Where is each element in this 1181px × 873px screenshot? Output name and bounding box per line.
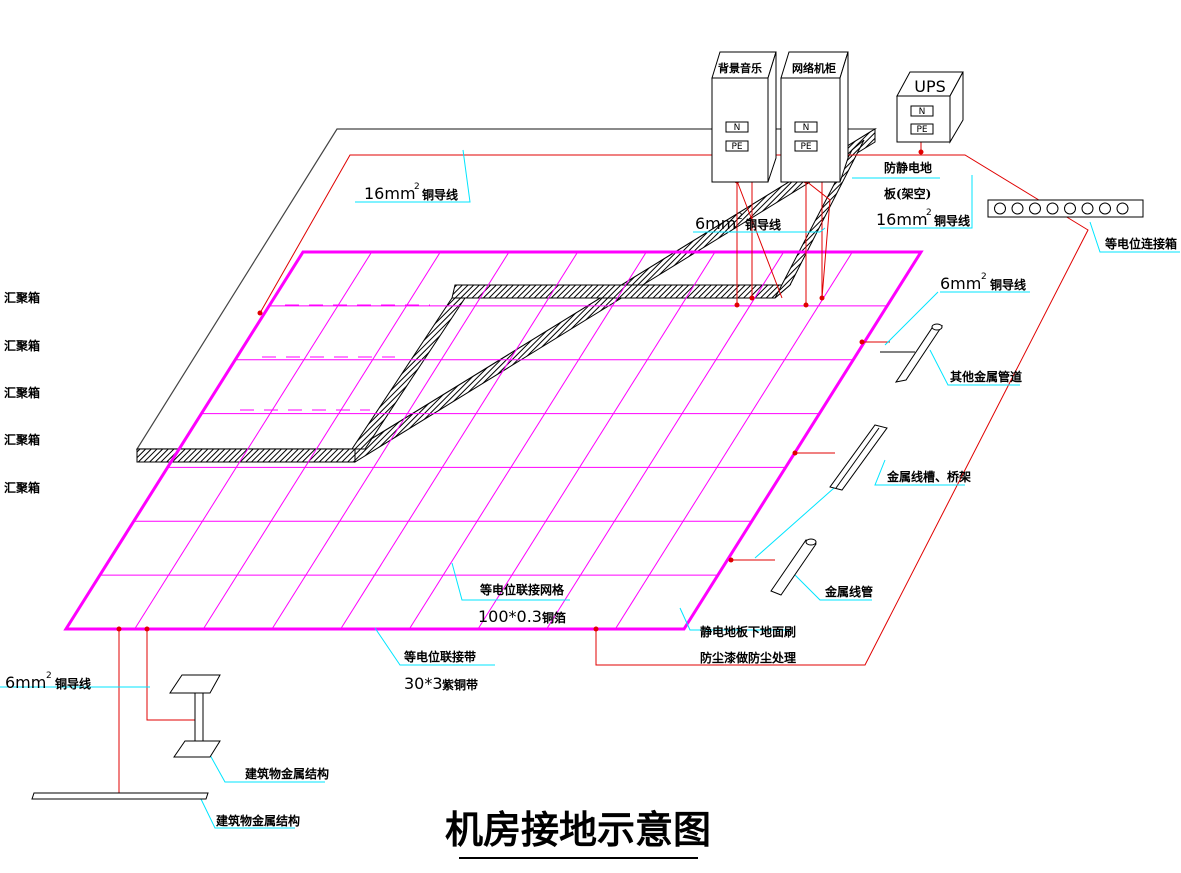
terminal-circle [1046,202,1059,215]
diagram-title: 机房接地示意图 [445,807,711,859]
building-steel-beam [31,792,209,800]
terminal-circle [1064,202,1076,215]
diagram-labels: 16mm 2 铜导线 6mm 2 铜导线 防静电地 板(架空) 16mm 2 铜… [4,160,1177,828]
terminal-circle [1116,202,1129,215]
left-cut-label: 汇聚箱 [4,432,40,447]
equipotential-connection-box [987,199,1144,218]
terminal-n: N [803,123,810,133]
terminal-pe: PE [916,125,927,135]
building-struct-label-2: 建筑物金属结构 [215,813,300,828]
wire-6-top-text: 铜导线 [745,217,781,232]
grid-label-line2: 铜箔 [542,610,566,625]
grid-line [546,251,785,630]
terminal-circle [1011,202,1024,215]
terminal-n: N [734,123,741,133]
other-metal-pipe [880,323,944,383]
grid-line [271,251,510,630]
wire-16-top-text: 铜导线 [422,187,458,202]
wire-6-top-sup: 2 [737,212,743,222]
metal-trunking-label: 金属线槽、桥架 [886,469,971,484]
left-cut-label: 汇聚箱 [4,290,40,305]
background-music-cabinet: 背景音乐 N PE [711,51,777,183]
strip-label-line1: 等电位联接带 [403,649,476,664]
metal-trunking [829,424,888,491]
terminal-pe: PE [800,142,811,152]
strip-label-line2: 紫铜带 [442,677,478,692]
wire-6-left-text: 铜导线 [55,676,91,691]
wire-16-top-num: 16mm [364,184,416,203]
metal-conduit [770,538,817,596]
left-cut-label: 汇聚箱 [4,480,40,495]
grid-line [477,251,716,630]
left-cut-label: 汇聚箱 [4,338,40,353]
dashed-overlay [240,304,430,411]
wire-6-right-num: 6mm [940,274,981,293]
wire-6-right-text: 铜导线 [990,277,1026,292]
equipotential-box-label: 等电位连接箱 [1104,236,1177,251]
cabinet-label-music: 背景音乐 [718,61,762,75]
grid-line [202,251,441,630]
grid-label-line1: 等电位联接网格 [479,582,565,597]
terminal-circle [994,202,1006,215]
grid-label-num: 100*0.3 [478,607,542,626]
wire-16-top-sup: 2 [414,182,420,192]
wire-16-right-num: 16mm [876,210,928,229]
cabinet-label-network: 网络机柜 [792,61,836,75]
grid-line [340,251,579,630]
wire-6-top-num: 6mm [695,214,736,233]
equipotential-grid [63,250,924,631]
grid-line [614,251,853,630]
wire-6-left-sup: 2 [46,671,52,681]
other-metal-pipes-label: 其他金属管道 [950,369,1022,384]
left-cut-label: 汇聚箱 [4,385,40,400]
antistatic-floor-line2: 板(架空) [884,186,931,201]
terminal-circle [1081,202,1094,215]
antistatic-floor-line1: 防静电地 [884,160,932,175]
building-struct-label-1: 建筑物金属结构 [244,766,329,781]
terminal-circle [1029,202,1041,215]
strip-label-num: 30*3 [404,674,443,693]
red-wiring [118,128,1089,795]
wire-6-right-sup: 2 [981,272,987,282]
floor-under-line1: 静电地板下地面刷 [700,624,796,639]
ups-cabinet: UPS N PE [896,71,964,144]
terminal-circle [1099,202,1111,215]
wire-16-right-text: 铜导线 [934,213,970,228]
grid-line [134,251,373,630]
network-cabinet: 网络机柜 N PE [780,51,849,183]
leader-lines [0,149,1180,829]
title-text: 机房接地示意图 [445,807,711,852]
raised-floor-slab [135,128,878,463]
terminal-pe: PE [731,142,742,152]
wire-16-right-sup: 2 [926,208,932,218]
terminal-n: N [919,107,926,117]
floor-under-line2: 防尘漆做防尘处理 [700,650,796,665]
ups-label: UPS [914,77,946,96]
building-steel-column [169,674,221,758]
grid-line [408,251,647,630]
wire-6-left-num: 6mm [5,673,46,692]
metal-conduit-label: 金属线管 [824,584,873,599]
